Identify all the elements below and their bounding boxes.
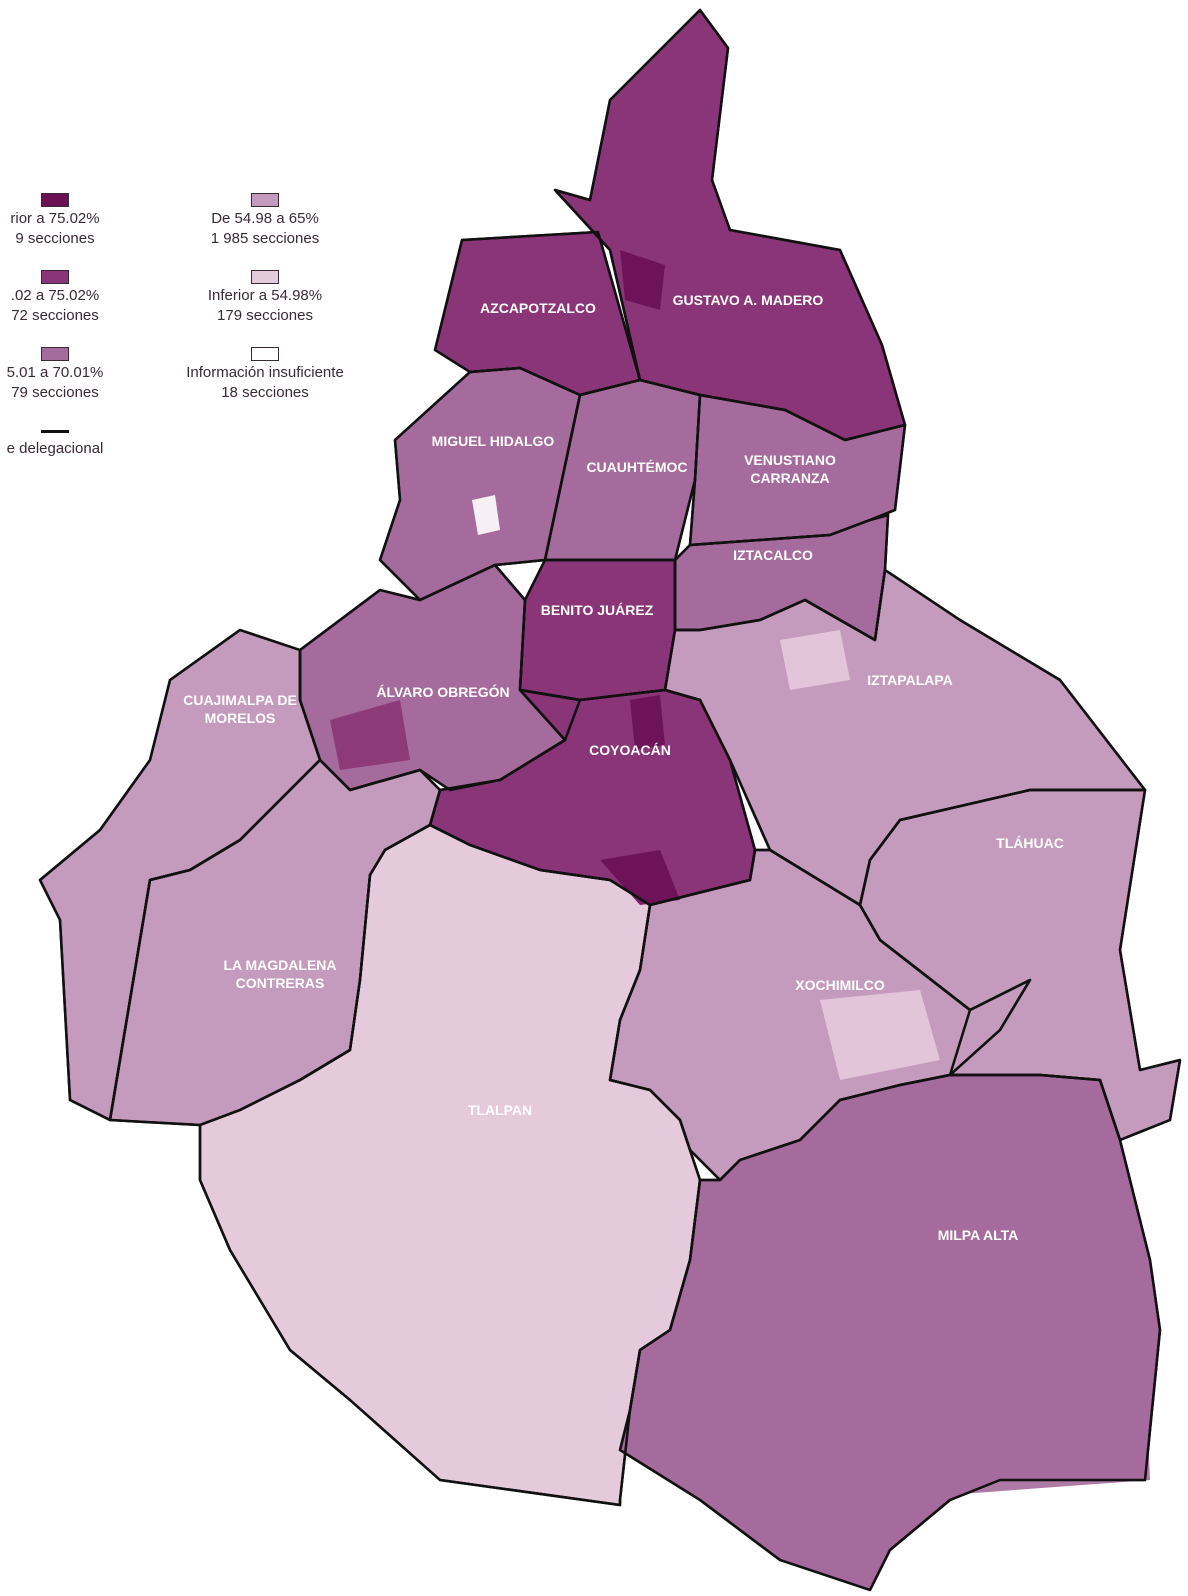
district-label: MIGUEL HIDALGO	[432, 433, 555, 449]
legend-swatch	[41, 193, 69, 207]
legend-swatch	[41, 270, 69, 284]
map-patch	[780, 630, 850, 690]
district-border	[378, 366, 582, 602]
district-label: GUSTAVO A. MADERO	[673, 292, 824, 308]
district-border	[688, 393, 907, 547]
legend-label: Información insuficiente	[186, 364, 344, 381]
district-label: LA MAGDALENA	[223, 957, 336, 973]
district-label: BENITO JUÁREZ	[541, 602, 654, 618]
map-patch	[850, 350, 890, 420]
legend-item: 5.01 a 70.01% 79 secciones	[0, 347, 110, 403]
legend-item: De 54.98 a 65% 1 985 secciones	[180, 193, 350, 249]
legend-count: 179 secciones	[217, 307, 313, 324]
legend-count: 18 secciones	[221, 384, 309, 401]
map-patch	[820, 990, 940, 1080]
legend-count: 79 secciones	[11, 384, 99, 401]
legend-label: De 54.98 a 65%	[211, 210, 319, 227]
district-label: CONTRERAS	[236, 975, 325, 991]
map-patch	[600, 850, 680, 905]
map-patch	[840, 1180, 1150, 1500]
district-border	[198, 823, 702, 1507]
legend-count: 72 secciones	[11, 307, 99, 324]
district-label: CARRANZA	[750, 470, 829, 486]
district-label: MORELOS	[205, 710, 276, 726]
district-label: TLALPAN	[468, 1102, 532, 1118]
district-benito-juarez	[518, 558, 677, 702]
district-label: ÁLVARO OBREGÓN	[376, 683, 509, 700]
district-label: MILPA ALTA	[938, 1227, 1019, 1243]
district-label: VENUSTIANO	[744, 452, 836, 468]
legend-label: rior a 75.02%	[10, 210, 100, 227]
map-patch	[330, 700, 410, 770]
map-patch	[620, 250, 665, 310]
legend-swatch	[41, 347, 69, 361]
legend-count: 9 secciones	[15, 230, 95, 247]
legend-item: rior a 75.02% 9 secciones	[0, 193, 110, 249]
legend-label: Inferior a 54.98%	[207, 287, 323, 304]
legend-border-line	[41, 430, 69, 433]
legend-swatch	[251, 270, 279, 284]
district-label: COYOACÁN	[589, 742, 671, 758]
legend-item: e delegacional	[0, 426, 110, 459]
legend-swatch	[251, 193, 279, 207]
district-label: IZTAPALAPA	[867, 672, 953, 688]
legend-label: e delegacional	[6, 440, 104, 457]
map-patch	[630, 695, 665, 750]
legend-label: 5.01 a 70.01%	[6, 364, 104, 381]
district-label: CUAJIMALPA DE	[183, 692, 297, 708]
district-border	[858, 788, 1182, 1142]
district-label: TLÁHUAC	[996, 835, 1064, 851]
legend-count: 1 985 secciones	[210, 230, 320, 247]
district-label: AZCAPOTZALCO	[480, 300, 596, 316]
legend-swatch	[251, 347, 279, 361]
district-label: IZTACALCO	[733, 547, 813, 563]
district-border	[618, 1073, 1162, 1592]
district-label: XOCHIMILCO	[795, 977, 885, 993]
legend-item: .02 a 75.02% 72 secciones	[0, 270, 110, 326]
map-patch	[472, 495, 500, 535]
district-label: CUAUHTÉMOC	[586, 459, 687, 475]
legend-label: .02 a 75.02%	[10, 287, 100, 304]
legend-item: Información insuficiente 18 secciones	[165, 347, 365, 403]
legend-item: Inferior a 54.98% 179 secciones	[180, 270, 350, 326]
